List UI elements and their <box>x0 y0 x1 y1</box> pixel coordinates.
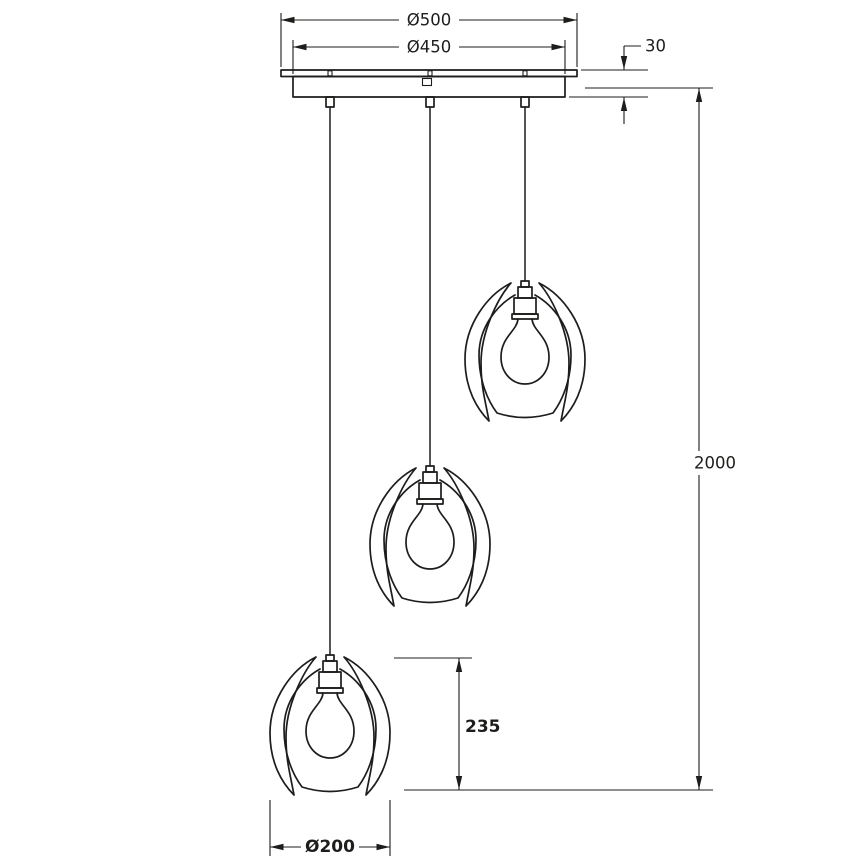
canopy-fastener <box>522 70 528 77</box>
dimension-canopy-inner-diameter: Ø450 <box>292 38 566 74</box>
canopy-fastener <box>327 70 333 77</box>
canopy-body <box>292 75 566 98</box>
pendant-shade-bottom-left <box>269 654 391 796</box>
dimension-shade-diameter: Ø200 <box>269 800 391 857</box>
dim-canopy-height-label: 30 <box>645 37 666 56</box>
dimension-canopy-outer-diameter: Ø500 <box>280 11 578 67</box>
cord-grip <box>520 96 530 108</box>
canopy-cable-entry <box>421 77 433 87</box>
canopy-fastener <box>427 70 433 77</box>
dimension-canopy-height: 30 <box>569 37 666 124</box>
dimension-shade-height: 235 <box>394 657 501 790</box>
cord-grip <box>425 96 435 108</box>
dim-shade-diameter-label: Ø200 <box>305 837 355 857</box>
dim-shade-height-label: 235 <box>465 717 501 737</box>
label-background <box>462 716 500 738</box>
dimension-suspension-drop: 2000 <box>404 87 742 791</box>
dim-canopy-outer-label: Ø500 <box>407 11 451 30</box>
ceiling-canopy <box>280 69 578 108</box>
pendant-shade-top-right <box>464 280 586 422</box>
dim-canopy-inner-label: Ø450 <box>407 38 451 57</box>
dim-suspension-drop-label: 2000 <box>694 454 736 473</box>
suspension-cords <box>329 107 526 655</box>
cord-grip <box>325 96 335 108</box>
pendant-shade-middle <box>369 465 491 607</box>
label-background <box>690 451 742 475</box>
